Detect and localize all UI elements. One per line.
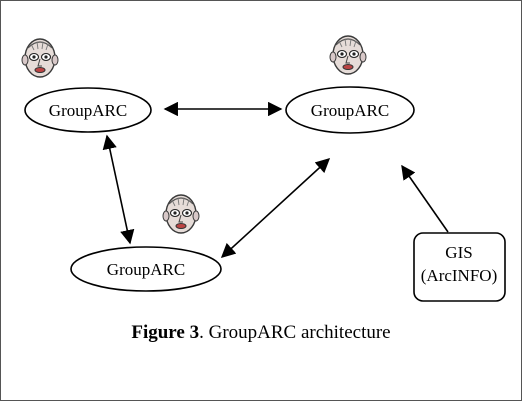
node-label: GroupARC <box>311 101 389 120</box>
user-face-icon <box>21 38 59 78</box>
user-face-icon <box>329 35 367 75</box>
node-label: GroupARC <box>49 101 127 120</box>
user-face-icon <box>162 194 200 234</box>
caption-label: Figure 3 <box>131 322 200 343</box>
node-groupare-2: GroupARC <box>285 86 415 134</box>
node-label: GroupARC <box>107 260 185 279</box>
figure-caption: Figure 3. GroupARC architecture <box>0 322 522 344</box>
gis-label-line1: GIS <box>445 243 472 262</box>
edge-n1-n3 <box>102 134 135 245</box>
node-groupare-1: GroupARC <box>24 87 152 133</box>
edge-gis-n2 <box>401 164 449 233</box>
gis-label-line2: (ArcINFO) <box>421 266 497 285</box>
node-groupare-3: GroupARC <box>70 246 222 292</box>
gis-box: GIS (ArcINFO) <box>413 232 506 302</box>
edge-n3-n2 <box>220 158 331 258</box>
caption-text: . GroupARC architecture <box>199 322 391 343</box>
